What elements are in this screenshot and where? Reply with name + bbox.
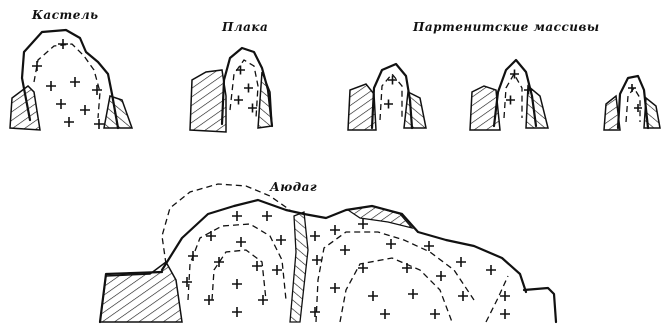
partenit-2-inner-contour [504, 74, 522, 118]
partenit-1-right-rock [404, 92, 426, 128]
partenit-3-crosses [628, 84, 642, 112]
partenit-1-inner-contour [380, 74, 402, 120]
sketch-kastel [10, 30, 132, 130]
ayudag-contour-3 [316, 232, 474, 322]
ayudag-right-frame [524, 288, 556, 322]
ayudag-left-rock [100, 262, 182, 322]
kastel-crosses [32, 39, 104, 129]
ayudag-crosses [182, 211, 510, 319]
ayudag-dike [290, 212, 308, 322]
partenit-3-outline [618, 76, 648, 128]
sketch-partenit-3 [604, 76, 660, 130]
sketch-plaka [190, 48, 272, 132]
plaka-left-rock [190, 70, 226, 132]
plaka-inner-contour [230, 60, 258, 118]
plaka-crosses [234, 66, 257, 113]
sketch-partenit-1 [348, 64, 426, 130]
ayudag-outline [162, 200, 526, 292]
ayudag-contour-2 [212, 250, 266, 300]
sketch-ayudag [100, 184, 556, 322]
sketch-partenit-2 [470, 60, 548, 130]
